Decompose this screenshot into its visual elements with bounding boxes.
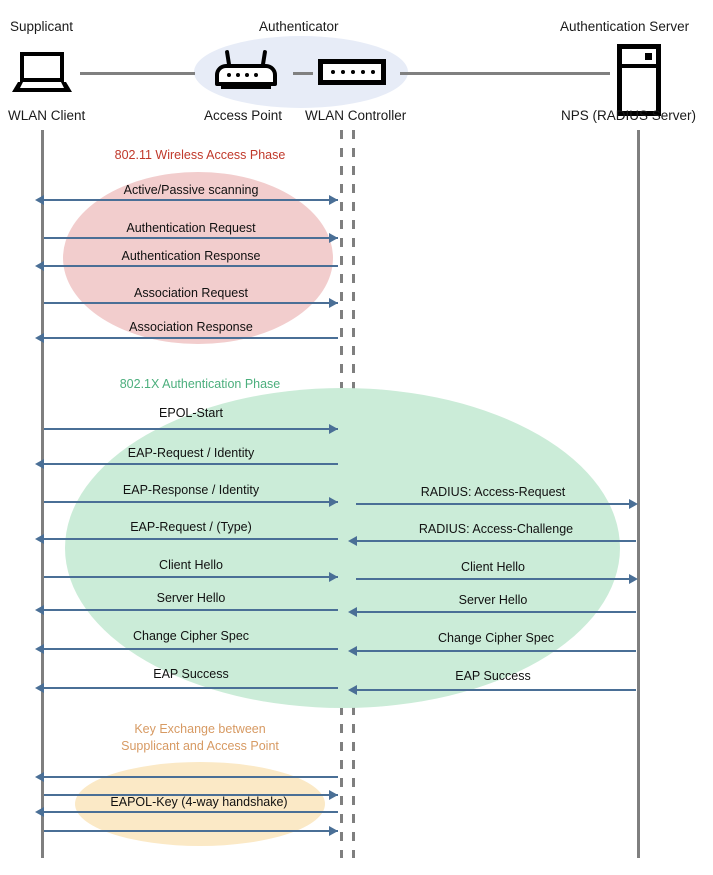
- message-label: Client Hello: [159, 558, 223, 572]
- message-label: EAP-Response / Identity: [122, 483, 260, 497]
- message-label: EPOL-Start: [159, 406, 223, 420]
- actor-device-nps-radius: NPS (RADIUS Server): [561, 108, 697, 123]
- wlan-controller-icon: [318, 59, 386, 85]
- phase-label-wireless-access: 802.11 Wireless Access Phase: [114, 148, 286, 162]
- message-label: EAP-Request / Identity: [127, 446, 255, 460]
- message-label: Active/Passive scanning: [123, 183, 259, 197]
- message-label: EAPOL-Key (4-way handshake): [110, 795, 288, 809]
- actor-role-supplicant: Supplicant: [10, 19, 74, 34]
- message-label: RADIUS: Access-Request: [420, 485, 566, 499]
- message-label: RADIUS: Access-Challenge: [418, 522, 574, 536]
- message-label: Association Request: [134, 286, 248, 300]
- message-label: Authentication Response: [121, 249, 261, 263]
- message-label: Association Response: [129, 320, 253, 334]
- server-icon: [617, 44, 661, 116]
- phase-label-key-exchange: Key Exchange between Supplicant and Acce…: [121, 722, 279, 753]
- actor-role-authenticator: Authenticator: [259, 19, 339, 34]
- message-label: Server Hello: [458, 593, 528, 607]
- message-label: EAP-Request / (Type): [130, 520, 252, 534]
- message-label: EAP Success: [153, 667, 229, 681]
- lifeline-supplicant: [41, 130, 44, 858]
- message-label: EAP Success: [455, 669, 531, 683]
- link-ap-to-controller: [293, 72, 313, 75]
- lifeline-auth-server: [637, 130, 640, 858]
- message-label: Client Hello: [461, 560, 525, 574]
- link-client-to-ap: [80, 72, 195, 75]
- message-label: Server Hello: [156, 591, 226, 605]
- access-point-icon: [215, 49, 277, 92]
- phase-label-dot1x-auth: 802.1X Authentication Phase: [119, 377, 281, 391]
- message-label: Change Cipher Spec: [132, 629, 250, 643]
- link-controller-to-server: [400, 72, 610, 75]
- actor-role-auth-server: Authentication Server: [560, 19, 690, 34]
- laptop-icon: [12, 52, 72, 94]
- actor-device-wlan-client: WLAN Client: [8, 108, 86, 123]
- phase-blob-dot1x-auth: [65, 388, 620, 708]
- message-label: Authentication Request: [126, 221, 256, 235]
- actor-device-access-point: Access Point: [204, 108, 283, 123]
- message-label: Change Cipher Spec: [437, 631, 555, 645]
- actor-device-wlan-controller: WLAN Controller: [305, 108, 407, 123]
